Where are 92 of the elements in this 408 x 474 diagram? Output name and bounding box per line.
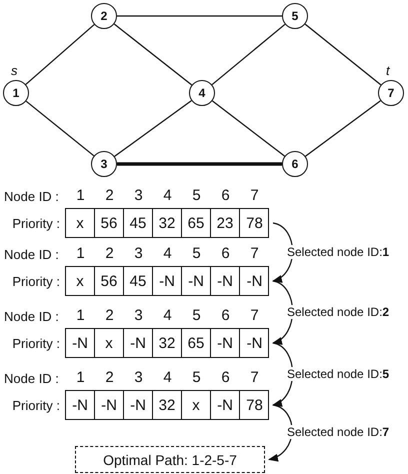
column-number: 5: [191, 369, 202, 386]
edge-label: Selected node ID:7: [287, 425, 390, 440]
graph-edge: [114, 24, 192, 86]
column-number: 2: [104, 245, 115, 262]
column-number: 1: [75, 245, 86, 262]
priority-cell: -N: [211, 329, 240, 357]
graph-node-circle: 4: [189, 80, 215, 106]
column-number: 2: [104, 369, 115, 386]
graph-edge: [305, 100, 381, 157]
column-number: 3: [133, 369, 144, 386]
graph-edge: [25, 24, 95, 85]
column-number: 3: [133, 307, 144, 324]
priority-cell: 23: [211, 209, 240, 237]
priority-row: [65, 208, 269, 238]
graph-node-circle: 1: [3, 80, 29, 106]
priority-cell: 45: [124, 209, 153, 237]
column-number: 6: [220, 307, 231, 324]
priority-cell: 45: [124, 267, 153, 295]
priority-cell: 32: [153, 209, 182, 237]
row-header: Node ID :: [4, 189, 59, 204]
graph-node-circle: 5: [282, 3, 308, 29]
column-number: 6: [220, 245, 231, 262]
column-number: 6: [220, 187, 231, 204]
priority-cell: 65: [182, 209, 211, 237]
column-number: 5: [191, 187, 202, 204]
priority-cell: 78: [240, 391, 269, 419]
graph-node-circle: 3: [91, 151, 117, 177]
priority-row: [65, 328, 269, 358]
priority-cell: -N: [66, 391, 95, 419]
column-number: 1: [75, 307, 86, 324]
priority-cell: -N: [182, 267, 211, 295]
priority-cell: -N: [153, 267, 182, 295]
column-number: 5: [191, 245, 202, 262]
column-number: 1: [75, 187, 86, 204]
priority-cell: x: [66, 209, 95, 237]
graph-edge: [114, 100, 192, 157]
priority-cell: -N: [66, 329, 95, 357]
column-number: 3: [133, 187, 144, 204]
row-header: Node ID :: [4, 247, 59, 262]
column-number: 4: [162, 369, 173, 386]
column-number: 7: [249, 187, 260, 204]
graph-node-circle: 2: [91, 3, 117, 29]
row-header: Priority :: [12, 398, 60, 413]
priority-cell: -N: [240, 329, 269, 357]
priority-cell: 56: [95, 209, 124, 237]
priority-cell: 65: [182, 329, 211, 357]
edge-label: Selected node ID:1: [287, 245, 390, 259]
column-number: 4: [162, 245, 173, 262]
graph-edge: [117, 162, 282, 166]
row-header: Priority :: [12, 216, 60, 231]
column-number: 2: [104, 307, 115, 324]
priority-cell: x: [182, 391, 211, 419]
priority-cell: -N: [124, 391, 153, 419]
priority-row: [65, 390, 269, 420]
node-annotation: s: [11, 63, 18, 78]
column-number: 7: [249, 245, 260, 262]
priority-cell: -N: [211, 391, 240, 419]
column-number: 6: [220, 369, 231, 386]
priority-cell: 56: [95, 267, 124, 295]
column-number: 5: [191, 307, 202, 324]
row-header: Node ID :: [4, 309, 59, 324]
graph-node-circle: 7: [378, 80, 404, 106]
column-number: 4: [162, 307, 173, 324]
row-header: Priority :: [12, 274, 60, 289]
priority-cell: -N: [240, 267, 269, 295]
priority-cell: 32: [153, 329, 182, 357]
priority-row: [65, 266, 269, 296]
column-number: 7: [249, 307, 260, 324]
graph-edge: [26, 100, 94, 156]
column-number: 3: [133, 245, 144, 262]
priority-cell: -N: [211, 267, 240, 295]
priority-cell: x: [66, 267, 95, 295]
graph-node-circle: 6: [282, 151, 308, 177]
result-box: Optimal Path: 1-2-5-7: [75, 446, 265, 473]
column-number: 7: [249, 369, 260, 386]
graph-edge: [212, 24, 286, 86]
graph-edge: [212, 100, 286, 157]
priority-cell: 78: [240, 209, 269, 237]
priority-cell: -N: [124, 329, 153, 357]
priority-cell: x: [95, 329, 124, 357]
column-number: 2: [104, 187, 115, 204]
row-header: Node ID :: [4, 371, 59, 386]
column-number: 4: [162, 187, 173, 204]
edge-label: Selected node ID:5: [287, 367, 390, 381]
graph-edge: [117, 15, 282, 17]
graph-edge: [304, 24, 382, 86]
priority-cell: -N: [95, 391, 124, 419]
row-header: Priority :: [12, 336, 60, 351]
priority-cell: 32: [153, 391, 182, 419]
edge-label: Selected node ID:2: [287, 305, 390, 319]
column-number: 1: [75, 369, 86, 386]
node-annotation: t: [386, 63, 390, 78]
